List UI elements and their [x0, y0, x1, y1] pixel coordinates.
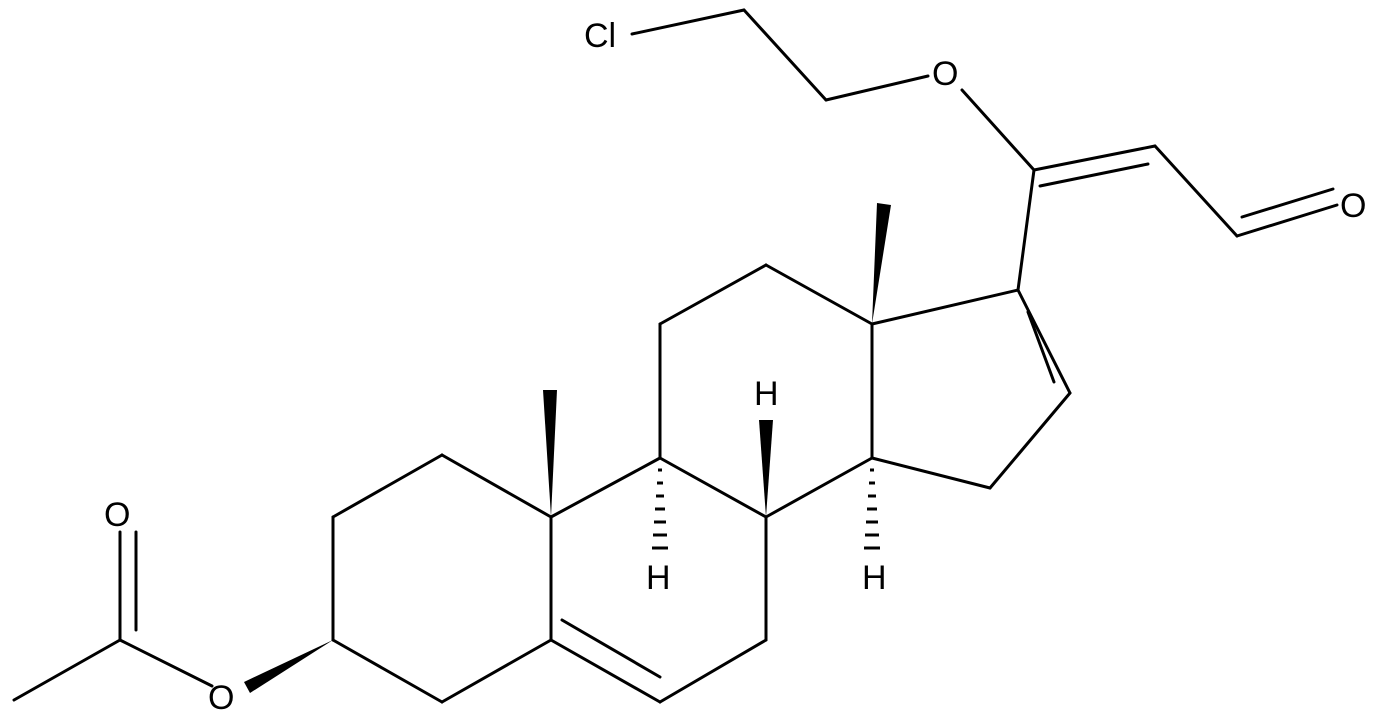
- bond-c8-c14: [764, 456, 874, 519]
- wedge-c3-o: [244, 640, 333, 693]
- bond-cl-ch2: [630, 8, 746, 36]
- bond-c6-c7: [658, 638, 768, 704]
- label-acetate-ester-o: O: [208, 679, 234, 717]
- wedge-c13-methyl: [872, 203, 891, 324]
- bond-c5-c6-double: [560, 618, 662, 679]
- bond-c9-c10: [549, 456, 662, 519]
- ring-a: [331, 453, 553, 704]
- bond-ch2-o: [824, 74, 930, 102]
- wedge-c8-h: [759, 420, 773, 517]
- label-acetate-carbonyl-o: O: [104, 496, 130, 534]
- bond-c20-c21: [1032, 144, 1157, 172]
- hashed-h-c14: [864, 468, 880, 550]
- bond-c20-c21-double: [1038, 162, 1150, 188]
- bond-c20-c17: [1016, 168, 1036, 292]
- bond-c5-c6: [549, 638, 662, 704]
- bond-c4-c5: [440, 638, 553, 704]
- bond-c9-c8: [658, 456, 768, 519]
- bond-c22-o: [1235, 203, 1339, 238]
- label-h-c8: H: [754, 375, 779, 413]
- bond-c16-c15: [988, 391, 1072, 490]
- bond-c10-c1: [440, 453, 553, 519]
- bond-c3-c4: [331, 638, 444, 704]
- bond-c13-c12: [764, 263, 874, 326]
- wedge-c10-methyl: [543, 390, 557, 517]
- acetate-group: [12, 530, 333, 702]
- enal-side-chain: [1016, 144, 1339, 292]
- ring-b: [549, 456, 768, 704]
- bond-o-carbonyl-c: [118, 638, 214, 688]
- label-h-c9: H: [646, 559, 671, 597]
- label-aldehyde-o: O: [1340, 187, 1366, 225]
- bond-carbonyl-c-methyl: [12, 638, 122, 702]
- bond-c1-c2: [331, 453, 444, 519]
- bond-c21-c22: [1153, 144, 1239, 238]
- bond-c17-c16-double: [1026, 310, 1056, 384]
- bond-ch2-ch2: [742, 8, 828, 102]
- label-ether-o: O: [932, 55, 958, 93]
- bond-c13-c17: [870, 288, 1020, 326]
- ring-c: [658, 263, 874, 519]
- ring-d: [870, 288, 1072, 490]
- chloroethoxy-chain: [630, 8, 1036, 172]
- label-cl: Cl: [584, 17, 616, 55]
- bond-c17-c16: [1016, 288, 1072, 395]
- hashed-h-c9: [652, 468, 668, 550]
- bond-c22-o-double: [1240, 187, 1335, 219]
- bond-c12-c11: [658, 263, 768, 326]
- label-h-c14: H: [862, 559, 887, 597]
- stereo-methyls: [543, 203, 891, 517]
- bond-o-c20: [960, 88, 1036, 172]
- bond-c15-c14: [870, 456, 992, 490]
